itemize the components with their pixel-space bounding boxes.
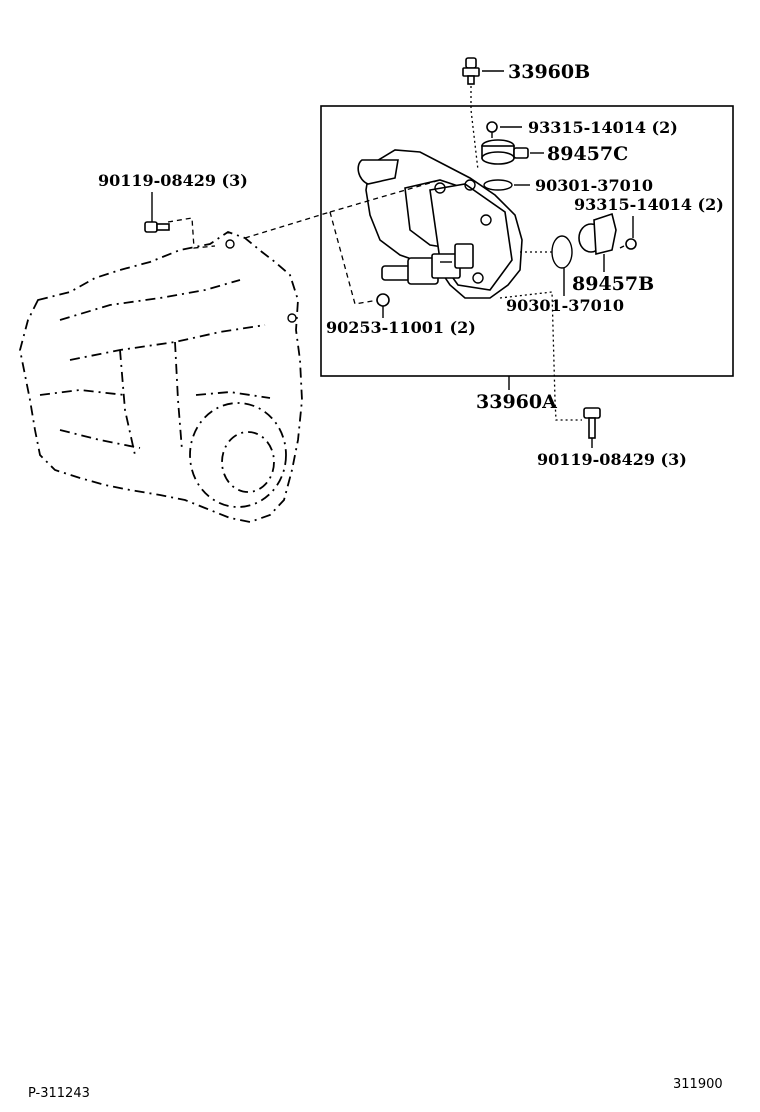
label-89457C: 89457C (547, 143, 628, 165)
sensor-89457B (578, 212, 617, 272)
actuator-assembly (357, 149, 523, 299)
footer-right-code: 311900 (673, 1077, 723, 1092)
label-90119-08429-bottom: 90119-08429 (3) (537, 450, 687, 469)
footer-left-code: P-311243 (28, 1086, 90, 1101)
transmission-housing (19, 231, 303, 523)
label-33960B: 33960B (508, 61, 590, 83)
sensor-89457C (481, 139, 529, 165)
bolt-90119-left (144, 221, 170, 233)
screw-93315-top (486, 121, 498, 138)
bolt-90119-bottom (583, 407, 601, 439)
plug-90253 (376, 293, 390, 307)
label-33960A: 33960A (476, 391, 557, 413)
label-93315-14014-top: 93315-14014 (2) (528, 118, 678, 137)
label-90119-08429-left: 90119-08429 (3) (98, 171, 248, 190)
label-90253-11001: 90253-11001 (2) (326, 318, 476, 337)
screw-93315-right (619, 216, 637, 250)
label-90301-37010-top: 90301-37010 (535, 176, 653, 195)
breather-plug-33960B (462, 57, 480, 85)
assembly-box (320, 105, 734, 377)
label-93315-14014-right: 93315-14014 (2) (574, 195, 724, 214)
oring-90301-bottom (551, 235, 573, 269)
label-89457B: 89457B (572, 273, 654, 295)
oring-90301-top (483, 179, 513, 191)
label-90301-37010-bottom: 90301-37010 (506, 296, 624, 315)
